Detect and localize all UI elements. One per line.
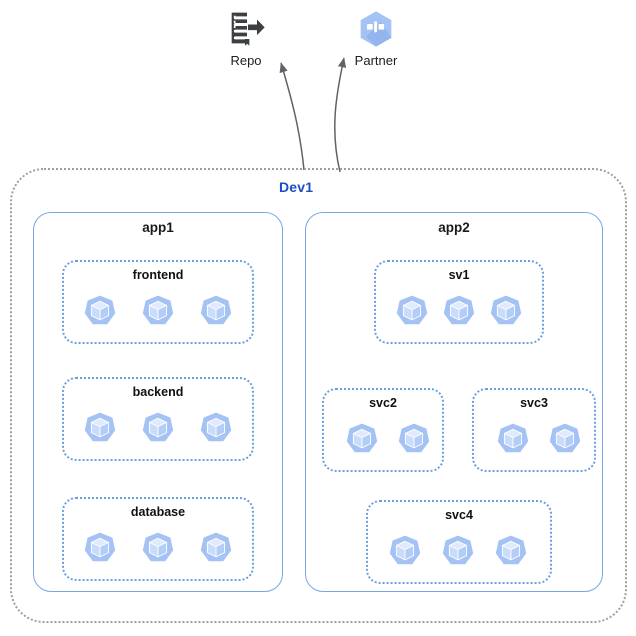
pod-icon[interactable] — [395, 294, 429, 328]
service-label-svc2: svc2 — [369, 396, 397, 410]
service-label-backend: backend — [132, 385, 184, 399]
pod-icon[interactable] — [548, 422, 582, 456]
pod-icon[interactable] — [83, 411, 117, 445]
pod-icon[interactable] — [199, 411, 233, 445]
service-label-svc4: svc4 — [445, 508, 473, 522]
partner-hexagon-icon — [360, 11, 392, 47]
edge-dev1-to-partner — [334, 57, 347, 173]
pod-icon[interactable] — [199, 531, 233, 565]
service-label-svc3: svc3 — [520, 396, 548, 410]
external-node-partner-label: Partner — [354, 53, 398, 68]
pod-icon[interactable] — [442, 294, 476, 328]
environment-dev1[interactable] — [10, 168, 627, 623]
pod-icon[interactable] — [441, 534, 475, 568]
pod-icon[interactable] — [141, 411, 175, 445]
pod-icon[interactable] — [141, 531, 175, 565]
environment-dev1-label: Dev1 — [279, 179, 314, 195]
service-label-frontend: frontend — [132, 268, 184, 282]
repository-export-icon — [231, 12, 265, 46]
pod-icon[interactable] — [388, 534, 422, 568]
app-label-app2: app2 — [438, 220, 470, 235]
app-label-app1: app1 — [142, 220, 174, 235]
external-node-repo-label: Repo — [230, 53, 262, 68]
pod-icon[interactable] — [494, 534, 528, 568]
external-node-repo[interactable]: Repo — [200, 9, 292, 68]
pod-icon[interactable] — [345, 422, 379, 456]
pod-icon[interactable] — [83, 531, 117, 565]
pod-icon[interactable] — [83, 294, 117, 328]
pod-icon[interactable] — [199, 294, 233, 328]
edge-dev1-to-repo — [279, 62, 305, 171]
pod-icon[interactable] — [496, 422, 530, 456]
pod-icon[interactable] — [489, 294, 523, 328]
external-node-partner[interactable]: Partner — [330, 9, 422, 68]
pod-icon[interactable] — [397, 422, 431, 456]
service-label-database: database — [130, 505, 186, 519]
service-label-sv1: sv1 — [448, 268, 470, 282]
pod-icon[interactable] — [141, 294, 175, 328]
